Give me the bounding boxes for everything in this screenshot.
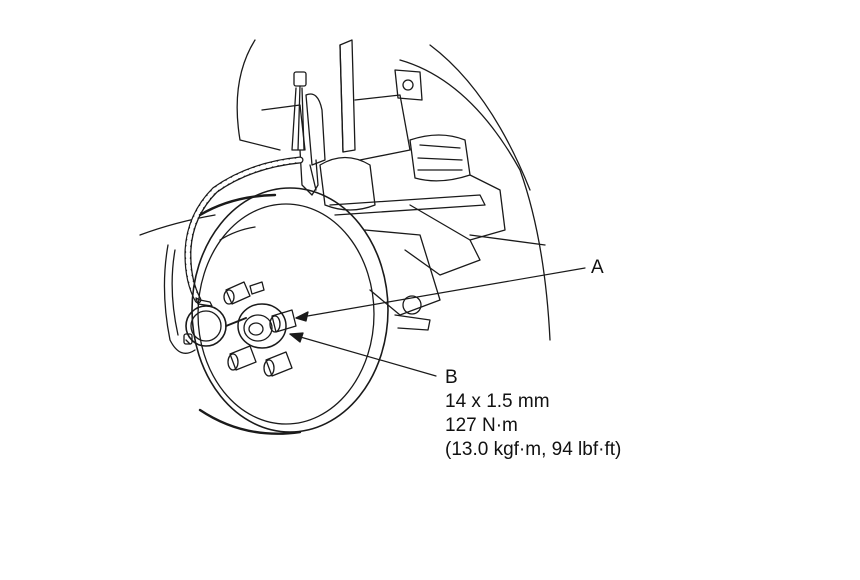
leader-line-b — [289, 332, 437, 377]
torque-spec-nm: 127 N·m — [445, 415, 518, 436]
wheel-nut-right — [269, 309, 297, 333]
wheel-stud-top — [249, 281, 265, 295]
leader-line-a — [295, 267, 586, 322]
wheel-hub — [237, 303, 287, 349]
brake-rotor — [191, 187, 389, 435]
wheel-nut-lower-right — [263, 351, 293, 377]
wheel-nut-lower-left — [227, 345, 257, 371]
callout-label-a: A — [591, 257, 604, 278]
locking-pliers — [291, 71, 326, 196]
torque-spec-alt-units: (13.0 kgf·m, 94 lbf·ft) — [445, 439, 622, 460]
brake-caliper — [163, 244, 196, 354]
wheel-nut-upper-left — [223, 281, 251, 305]
suspension-assembly — [139, 39, 551, 341]
callout-label-b: B — [445, 367, 458, 388]
thread-size-spec: 14 x 1.5 mm — [445, 391, 550, 412]
dial-indicator — [183, 297, 247, 347]
